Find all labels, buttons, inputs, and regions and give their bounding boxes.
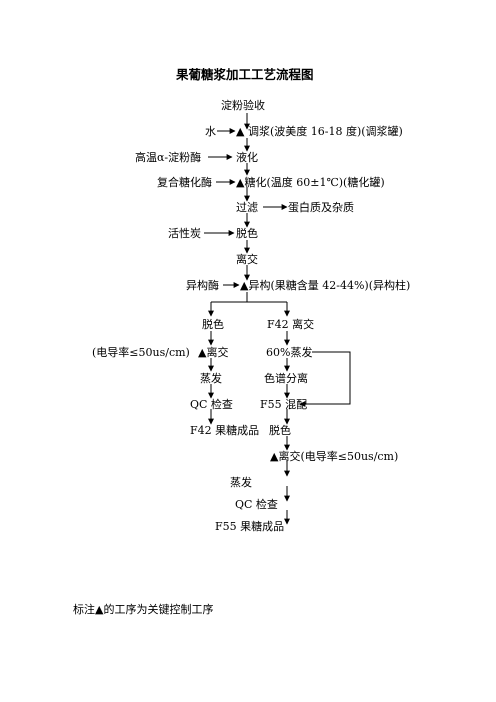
input-water: 水 <box>205 125 216 138</box>
step-evaporate-1: 蒸发 <box>200 372 222 385</box>
step-slurry: ▲ 调浆(波美度 16-18 度)(调浆罐) <box>236 125 403 138</box>
step-liquefy: 液化 <box>236 151 258 164</box>
step-filter: 过滤 <box>236 201 258 214</box>
input-alpha-amylase: 高温α-淀粉酶 <box>135 151 202 164</box>
step-qc-1: QC 检查 <box>190 398 233 411</box>
step-evap-60: 60%蒸发 <box>266 346 313 359</box>
conductivity-note: (电导率≤50us/cm) <box>92 346 190 359</box>
input-glucoamylase: 复合糖化酶 <box>157 176 212 189</box>
step-decolor-2: 脱色 <box>202 318 224 331</box>
step-isomerize: ▲异构(果糖含量 42-44%)(异构柱) <box>240 279 411 292</box>
input-carbon: 活性炭 <box>168 227 201 240</box>
input-isomerase: 异构酶 <box>186 279 219 292</box>
step-f55-mix: F55 混配 <box>260 398 308 411</box>
step-qc-2: QC 检查 <box>235 498 278 511</box>
step-starch-check: 淀粉验收 <box>221 99 265 112</box>
product-f42: F42 果糖成品 <box>190 424 260 437</box>
step-saccharify: ▲糖化(温度 60±1℃)(糖化罐) <box>236 176 385 189</box>
step-decolor-3: 脱色 <box>269 424 291 437</box>
page-title: 果葡糖浆加工工艺流程图 <box>176 67 314 82</box>
step-chromatography: 色谱分离 <box>264 372 308 385</box>
step-ion-exchange-1: 离交 <box>236 253 258 266</box>
bypass-arrow <box>299 351 351 407</box>
output-protein: 蛋白质及杂质 <box>288 201 354 214</box>
step-ion-exchange-2: ▲离交 <box>198 346 229 359</box>
step-evaporate-2: 蒸发 <box>230 476 252 489</box>
product-f55: F55 果糖成品 <box>215 520 285 533</box>
step-decolor-1: 脱色 <box>236 227 258 240</box>
step-f42-ion: F42 离交 <box>267 318 315 331</box>
legend-note: 标注▲的工序为关键控制工序 <box>73 603 214 616</box>
step-ion-exchange-3: ▲离交(电导率≤50us/cm) <box>270 450 399 463</box>
